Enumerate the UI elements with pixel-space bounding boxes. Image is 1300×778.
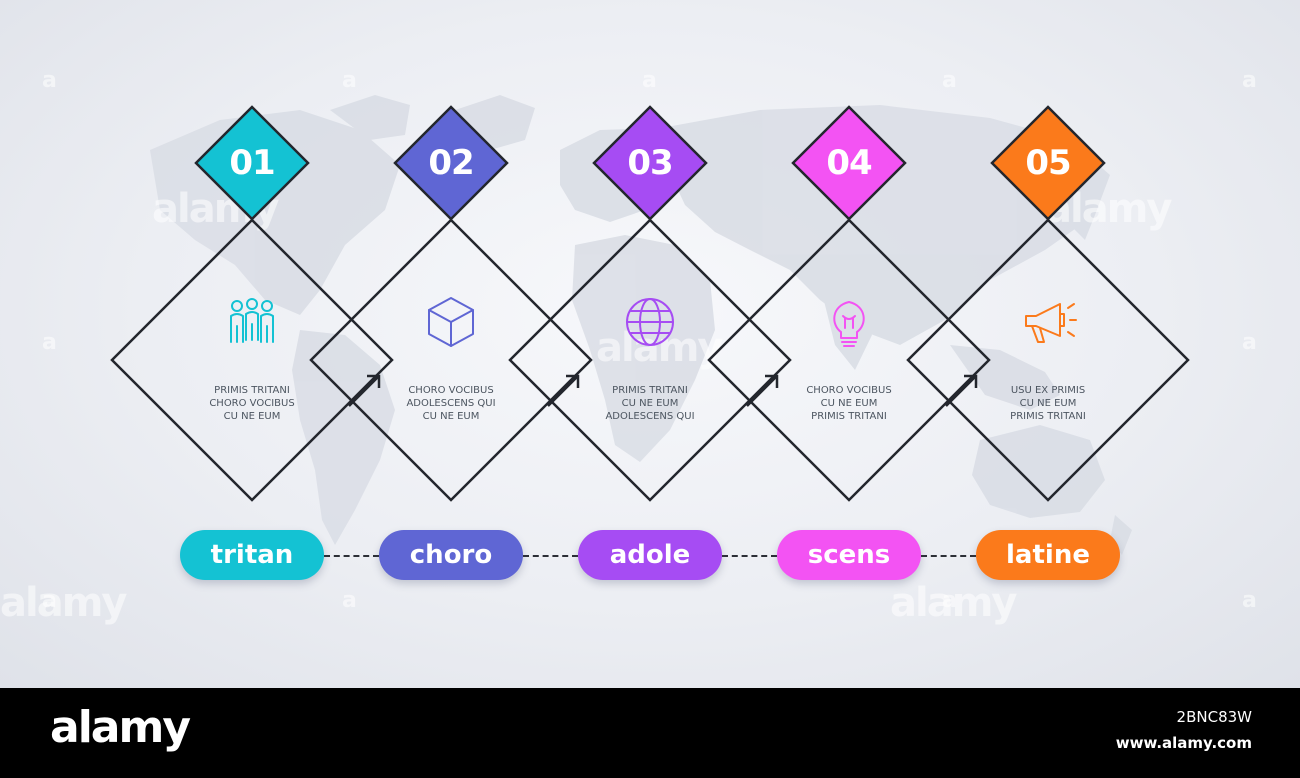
step-arrow-icon [547,374,580,407]
step-diamond-outline [906,218,1190,502]
step-description-line: PRIMIS TRITANI [612,385,688,396]
lightbulb-icon [819,292,879,352]
watermark-mark: a [342,68,357,93]
pill-connector [523,555,578,557]
watermark-mark: a [42,68,57,93]
watermark-text: alamy [0,580,127,626]
pill-connector [324,555,379,557]
step-label-pill: latine [976,530,1120,580]
step-number-diamond [592,105,708,221]
timeline-diagram [110,105,1190,502]
watermark-mark: a [1242,588,1257,613]
globe-icon [620,292,680,352]
step-description: USU EX PRIMIS CU NE EUM PRIMIS TRITANI [973,384,1123,423]
watermark-mark: a [42,588,57,613]
step-description-line: PRIMIS TRITANI [214,385,290,396]
step-description: PRIMIS TRITANI CHORO VOCIBUS CU NE EUM [177,384,327,423]
watermark-mark: a [1242,330,1257,355]
pill-connector [722,555,777,557]
step-description-line: CHORO VOCIBUS [408,385,494,396]
footer-logo: alamy [50,702,191,753]
step-diamond-outline [110,218,394,502]
step-description-line: CU NE EUM [820,398,878,409]
step-diamond-outline [707,218,991,502]
watermark-mark: a [942,68,957,93]
step-description-line: CU NE EUM [422,411,480,422]
step-number: 02 [428,143,474,183]
watermark-mark: a [1242,68,1257,93]
step-description-line: USU EX PRIMIS [1010,385,1086,396]
step-label-pill: scens [777,530,921,580]
step-number-diamond [990,105,1106,221]
step-number: 05 [1025,143,1071,183]
step-description-line: CU NE EUM [1019,398,1077,409]
people-icon [222,292,282,352]
step-number-diamond [194,105,310,221]
step-description-line: CHORO VOCIBUS [209,398,295,409]
step-description-line: PRIMIS TRITANI [811,411,887,422]
step-number: 04 [826,143,872,183]
step-diamond-outline [508,218,792,502]
step-description-line: CHORO VOCIBUS [806,385,892,396]
footer-url: www.alamy.com [1115,734,1252,752]
megaphone-icon [1018,292,1078,352]
cube-icon [421,292,481,352]
step-number-diamond [393,105,509,221]
step-description: CHORO VOCIBUS CU NE EUM PRIMIS TRITANI [774,384,924,423]
step-label-pill: adole [578,530,722,580]
step-arrow-icon [945,374,978,407]
step-description: CHORO VOCIBUS ADOLESCENS QUI CU NE EUM [376,384,526,423]
watermark-mark: a [342,588,357,613]
step-description-line: CU NE EUM [223,411,281,422]
step-diamond-outline [309,218,593,502]
step-label-pill: tritan [180,530,324,580]
step-number: 03 [627,143,673,183]
step-arrow-icon [746,374,779,407]
step-description-line: ADOLESCENS QUI [406,398,496,409]
watermark-mark: a [942,588,957,613]
step-description-line: CU NE EUM [621,398,679,409]
footer-image-id: 2BNC83W [1176,708,1252,726]
step-number-diamond [791,105,907,221]
step-arrow-icon [348,374,381,407]
step-description-line: ADOLESCENS QUI [605,411,695,422]
step-number: 01 [229,143,275,183]
pill-connector [921,555,976,557]
watermark-mark: a [642,68,657,93]
step-description: PRIMIS TRITANI CU NE EUM ADOLESCENS QUI [575,384,725,423]
watermark-mark: a [42,330,57,355]
step-description-line: PRIMIS TRITANI [1010,411,1086,422]
watermark-text: alamy [890,580,1017,626]
footer-bar: alamy 2BNC83W www.alamy.com [0,688,1300,778]
step-label-pill: choro [379,530,523,580]
